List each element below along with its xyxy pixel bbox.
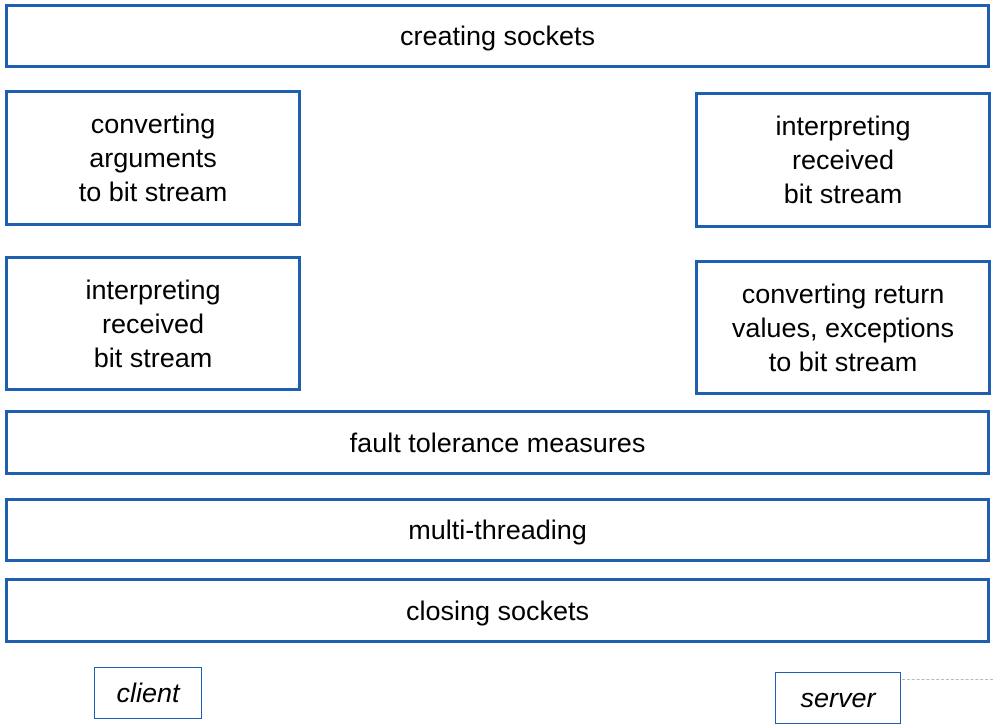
- server-label-box: server: [775, 672, 901, 724]
- creating-sockets-label: creating sockets: [399, 21, 596, 51]
- creating-sockets-box: creating sockets: [5, 4, 990, 68]
- fault-tolerance-box: fault tolerance measures: [5, 410, 990, 475]
- server-label: server: [800, 682, 876, 713]
- client-label-box: client: [94, 667, 202, 719]
- server-interpret-received-label: interpreting received bit stream: [775, 111, 911, 209]
- multi-threading-box: multi-threading: [5, 498, 990, 562]
- fault-tolerance-label: fault tolerance measures: [349, 427, 646, 458]
- client-convert-arguments-label: converting arguments to bit stream: [78, 109, 228, 207]
- client-label: client: [116, 677, 180, 708]
- client-interpret-received-label: interpreting received bit stream: [85, 274, 221, 373]
- dashed-connector: [902, 679, 993, 680]
- server-convert-return-label: converting return values, exceptions to …: [731, 278, 955, 377]
- client-interpret-received-box: interpreting received bit stream: [5, 256, 301, 391]
- multi-threading-label: multi-threading: [408, 515, 587, 545]
- server-interpret-received-box: interpreting received bit stream: [695, 92, 991, 228]
- closing-sockets-box: closing sockets: [5, 578, 990, 643]
- client-convert-arguments-box: converting arguments to bit stream: [5, 90, 301, 226]
- server-convert-return-box: converting return values, exceptions to …: [695, 260, 991, 395]
- closing-sockets-label: closing sockets: [405, 595, 590, 626]
